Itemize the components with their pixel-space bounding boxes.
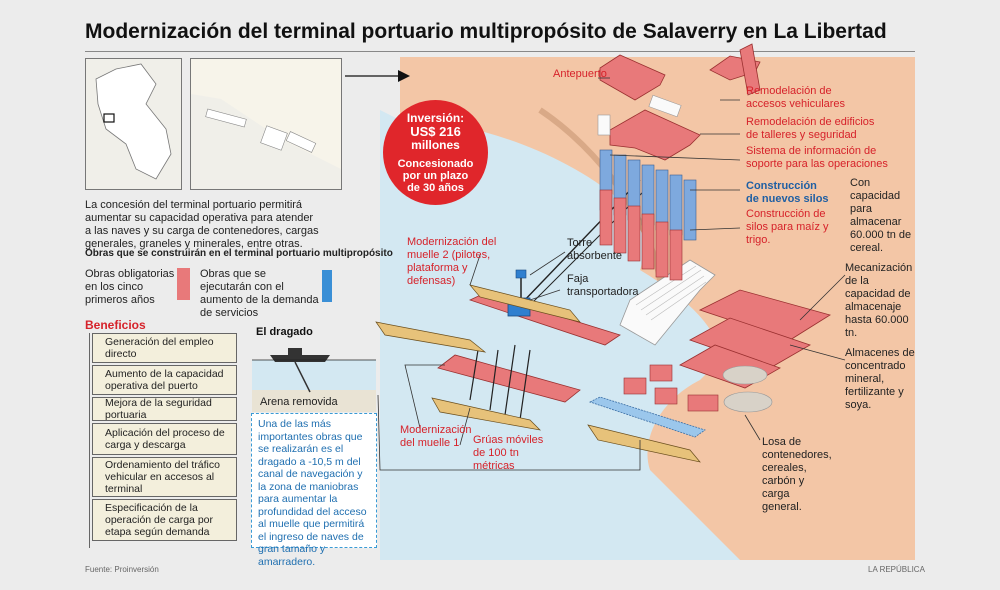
label-faja: Faja transportadora	[567, 273, 639, 298]
intro-text: La concesión del terminal portuario perm…	[85, 199, 319, 250]
gruas-moviles	[469, 344, 531, 421]
blue-pier	[588, 396, 706, 438]
dredging-boat	[270, 355, 330, 362]
investment-line3: millones	[411, 138, 460, 152]
legend-mandatory-label: Obras obligatorias en los cinco primeros…	[85, 268, 175, 306]
page-title: Modernización del terminal portuario mul…	[85, 20, 887, 43]
benefits-heading: Beneficios	[85, 318, 146, 332]
dredging-note: Una de las más importantes obras que se …	[251, 413, 377, 568]
label-silos-maiz: Construcción de silos para maíz y trigo.	[746, 208, 829, 246]
legend-optional-label: Obras que se ejecutarán con el aumento d…	[200, 268, 319, 319]
investment-badge: Inversión: US$ 216 millones Concesionado…	[383, 100, 488, 205]
peru-map	[85, 58, 182, 190]
label-muelle1: Modernización del muelle 1	[400, 424, 472, 449]
legend-optional-swatch	[322, 270, 332, 302]
brand-credit: LA REPÚBLICA	[868, 565, 925, 574]
benefit-item: Especificación de la operación de carga …	[92, 499, 237, 541]
investment-line1: Inversión:	[406, 111, 465, 125]
label-torre: Torre absorbente	[567, 237, 623, 262]
investment-line6: de 30 años	[407, 182, 464, 194]
label-muelle2: Modernización del muelle 2 (pilotes, pla…	[407, 236, 497, 287]
red-silos	[599, 189, 683, 281]
talleres-building	[609, 109, 701, 161]
benefits-rail	[89, 333, 90, 548]
investment-line4: Concesionado	[397, 158, 474, 170]
label-accesos: Remodelación de accesos vehiculares	[746, 85, 846, 110]
legend-heading: Obras que se construirán en el terminal …	[85, 248, 393, 259]
dredging-sea	[252, 360, 376, 390]
title-rule	[85, 51, 915, 52]
antepuerto-building	[599, 54, 666, 101]
label-antepuerto: Antepuerto	[553, 68, 607, 80]
benefit-item: Aumento de la capacidad operativa del pu…	[92, 365, 237, 395]
benefit-item: Aplicación del proceso de carga y descar…	[92, 423, 237, 455]
label-almacenes: Almacenes de concentrado mineral, fertil…	[845, 347, 915, 411]
benefit-item: Mejora de la seguridad portuaria	[92, 397, 237, 421]
label-losa: Losa de contenedores, cereales, carbón y…	[762, 436, 832, 513]
sea-area	[380, 110, 740, 560]
salaverry-map	[190, 58, 342, 190]
label-capacidad-cereal: Con capacidad para almacenar 60.000 tn d…	[850, 177, 912, 254]
legend-mandatory-swatch	[177, 268, 190, 300]
dredging-sand-label: Arena removida	[260, 396, 338, 408]
white-warehouse	[619, 259, 716, 346]
muelle-1	[437, 354, 581, 403]
label-sistema: Sistema de información de soporte para l…	[746, 145, 888, 170]
dredging-sand	[252, 390, 376, 412]
ships	[375, 284, 701, 463]
benefit-item: Ordenamiento del tráfico vehicular en ac…	[92, 457, 237, 497]
source-credit: Fuente: Proinversión	[85, 565, 159, 574]
mineral-stockpile	[722, 365, 768, 385]
benefit-item: Generación del empleo directo	[92, 333, 237, 363]
label-edificios: Remodelación de edificios de talleres y …	[746, 116, 875, 141]
dredging-heading: El dragado	[256, 326, 313, 338]
label-gruas: Grúas móviles de 100 tn métricas	[473, 434, 544, 472]
label-nuevos-silos: Construcción de nuevos silos	[746, 180, 829, 205]
investment-line2: US$ 216	[410, 124, 461, 139]
label-mecanizacion: Mecanización de la capacidad de almacena…	[845, 262, 913, 339]
investment-line5: por un plazo	[402, 170, 469, 182]
